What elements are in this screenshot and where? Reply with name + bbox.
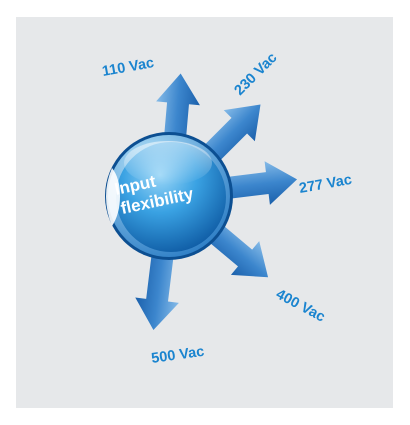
label-500-vac: 500 Vac <box>150 344 205 367</box>
label-277-vac: 277 Vac <box>298 172 353 197</box>
label-230-vac: 230 Vac <box>232 50 281 99</box>
label-110-vac: 110 Vac <box>101 55 155 80</box>
arrow-110-vac <box>156 73 200 152</box>
arrow-500-vac <box>135 238 179 330</box>
arrow-277-vac <box>213 161 298 205</box>
input-flexibility-hub: Input flexibility <box>105 132 233 260</box>
label-400-vac: 400 Vac <box>273 286 328 325</box>
